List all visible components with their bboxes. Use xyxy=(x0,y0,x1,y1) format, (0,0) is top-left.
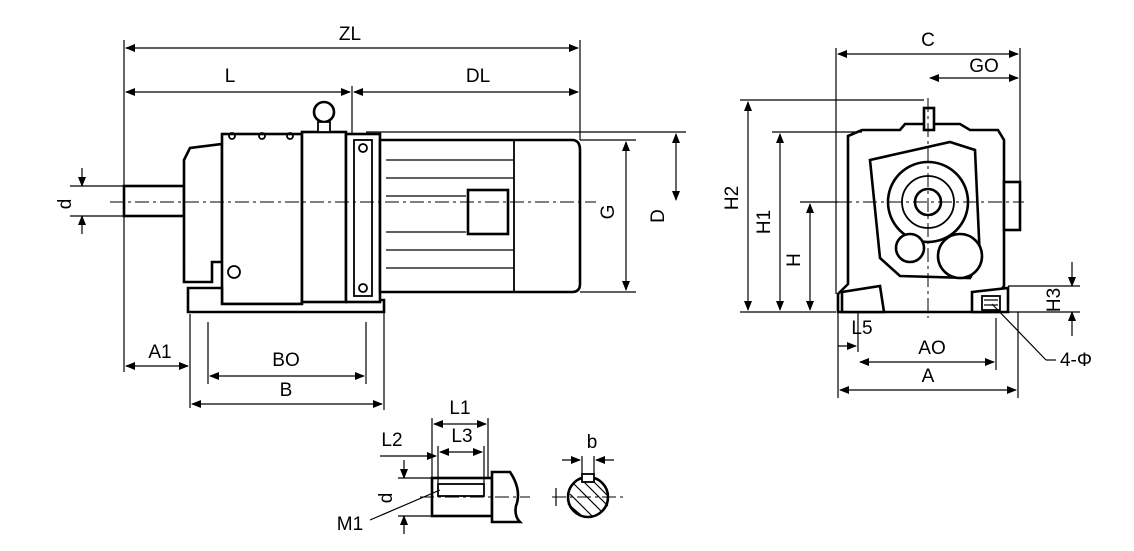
dim-label-ZL: ZL xyxy=(339,24,361,45)
front-view-dimensions: C GO H2 H1 H H3 L5 AO A xyxy=(722,30,1092,398)
lower-plug-icon xyxy=(894,232,926,264)
lifting-eye-icon xyxy=(312,100,336,124)
flange-bolt-icon xyxy=(358,143,368,153)
motor-flange xyxy=(344,132,382,304)
output-shaft xyxy=(122,184,186,218)
dim-label-L5: L5 xyxy=(851,318,872,339)
dim-label-H2: H2 xyxy=(722,186,743,210)
flange-inner xyxy=(353,139,373,297)
terminal-box xyxy=(466,188,510,236)
dim-label-D: D xyxy=(648,209,669,223)
lower-cover-icon xyxy=(936,232,984,280)
shaft-section: b xyxy=(552,432,624,519)
intermediate-housing xyxy=(300,130,348,304)
dim-label-L3: L3 xyxy=(451,426,472,447)
dim-label-d: d xyxy=(55,199,76,210)
dim-label-H1: H1 xyxy=(754,210,775,234)
dim-label-b: b xyxy=(587,432,598,453)
dim-label-L: L xyxy=(225,66,236,87)
dim-label-A: A xyxy=(922,366,935,387)
dim-label-AO: AO xyxy=(918,338,945,359)
dim-label-d-shaft: d xyxy=(376,493,397,504)
breather-icon xyxy=(922,106,936,132)
front-view xyxy=(836,98,1024,318)
dim-label-A1: A1 xyxy=(148,342,171,363)
front-housing xyxy=(182,142,224,284)
dim-label-L1: L1 xyxy=(449,398,470,419)
shaft-detail: L1 L3 L2 d M1 xyxy=(337,398,530,535)
flange-bolt-icon xyxy=(358,283,368,293)
dim-label-G: G xyxy=(598,205,619,220)
gearbox-housing xyxy=(220,132,304,306)
left-foot xyxy=(840,284,886,314)
key-slot xyxy=(437,483,485,497)
side-view-dimensions: ZL L DL d G D A1 BO B xyxy=(55,24,686,410)
dim-label-GO: GO xyxy=(969,56,999,77)
side-boss xyxy=(1002,180,1022,232)
dim-label-DL: DL xyxy=(466,66,490,87)
dim-label-B: B xyxy=(280,380,293,401)
dim-label-H3: H3 xyxy=(1044,288,1065,312)
keyway xyxy=(581,473,595,483)
section-hatching xyxy=(567,477,609,517)
dim-label-BO: BO xyxy=(272,350,299,371)
side-view xyxy=(110,100,596,314)
lifting-eye-stem xyxy=(317,121,331,133)
dim-label-4-phi: 4-Φ xyxy=(1060,350,1092,371)
foot-bolt-hole xyxy=(981,295,1001,311)
dim-label-H: H xyxy=(784,253,805,267)
dim-label-M1: M1 xyxy=(337,514,363,535)
dim-label-L2: L2 xyxy=(381,430,402,451)
drain-plug-icon xyxy=(227,265,241,279)
dim-label-C: C xyxy=(921,30,935,51)
